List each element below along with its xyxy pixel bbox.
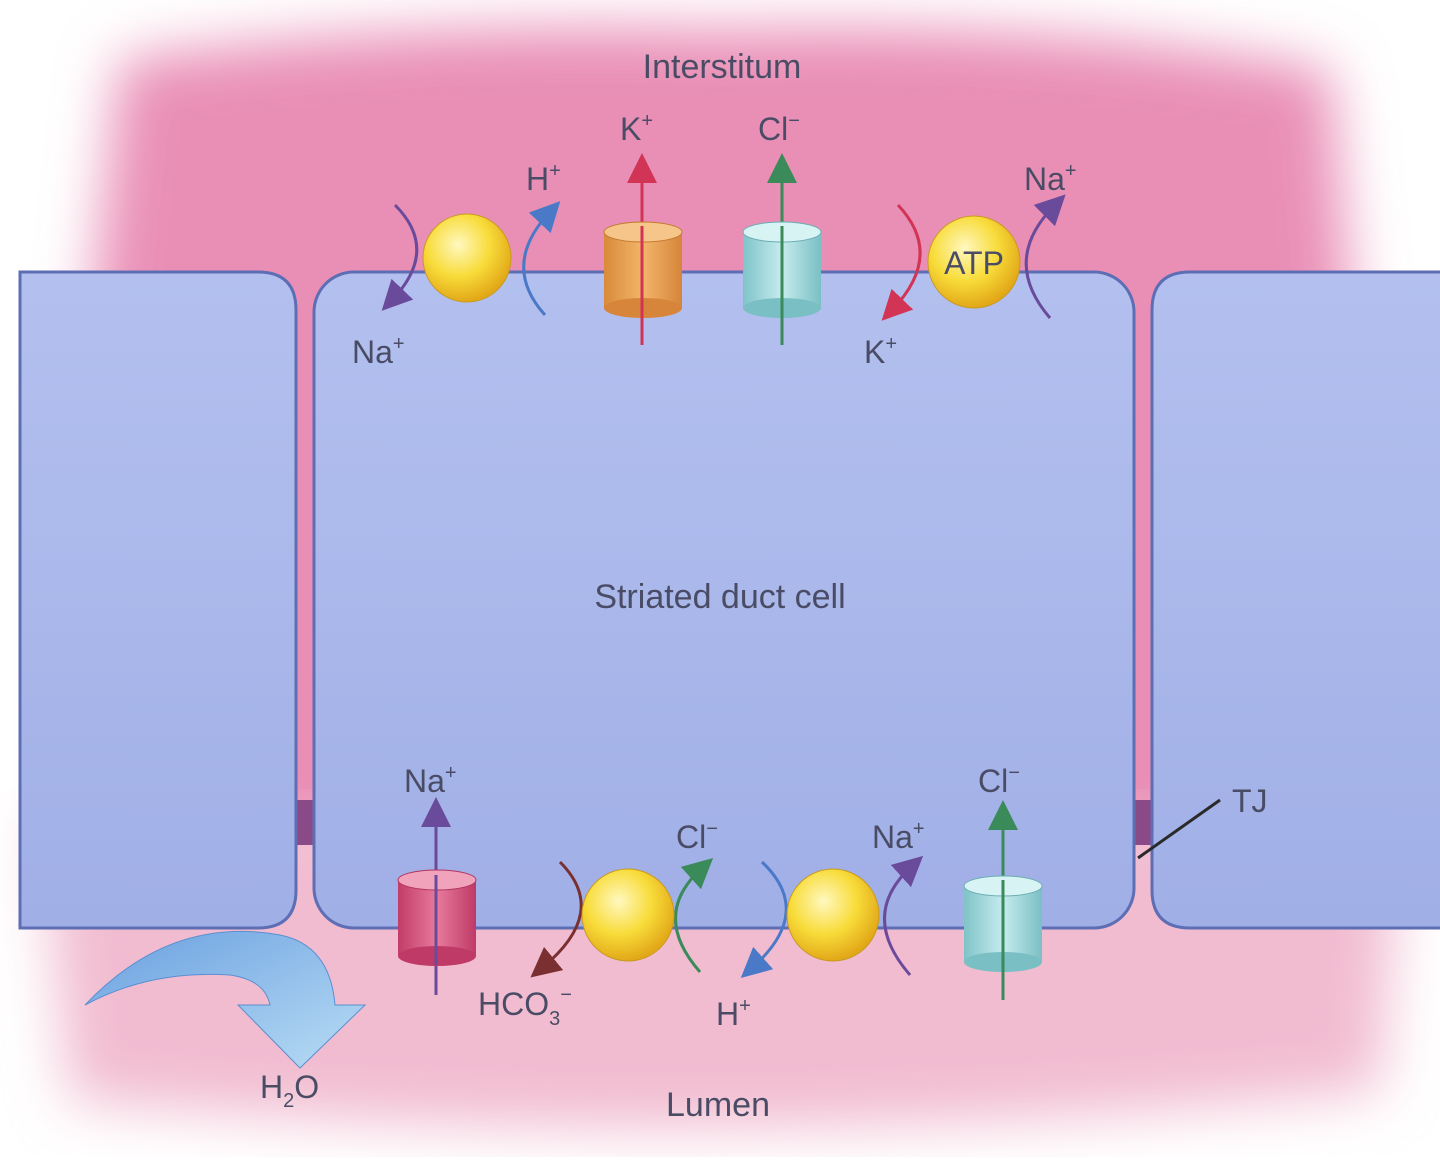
top-k-ion-channel: K+ [620, 110, 653, 147]
bot-cl-ion-channel: Cl− [978, 762, 1020, 799]
top-h-ion: H+ [526, 160, 561, 197]
bot-na-ion-exchanger: Na+ [872, 818, 925, 855]
interstitum-label: Interstitum [643, 48, 802, 86]
cl-hco3-exchanger [530, 857, 714, 978]
bot-h-ion: H+ [716, 995, 751, 1032]
neighbor-cell-left [18, 270, 298, 930]
atp-label: ATP [944, 245, 1004, 281]
bot-na-ion-channel: Na+ [404, 762, 457, 799]
tj-pointer-line [1137, 798, 1221, 860]
na-k-atpase: ATP [881, 194, 1066, 321]
striated-duct-cell [312, 270, 1136, 930]
water-label: H2O [260, 1069, 319, 1112]
bot-cl-ion-exchanger: Cl− [676, 818, 718, 855]
na-channel-apical [397, 797, 477, 995]
bot-hco3-ion: HCO3− [478, 984, 572, 1030]
cl-channel-apical [963, 800, 1043, 1000]
water-flow-arrow [84, 930, 367, 1069]
na-h-exchanger-apical [740, 855, 924, 978]
top-k-ion-pump: K+ [864, 333, 897, 370]
top-cl-ion-channel: Cl− [758, 110, 800, 147]
lumen-label: Lumen [666, 1086, 770, 1124]
cell-label: Striated duct cell [594, 578, 845, 616]
na-h-exchanger-basolateral [381, 201, 561, 317]
top-na-ion-right: Na+ [1024, 160, 1077, 197]
top-na-ion-left: Na+ [352, 333, 405, 370]
cl-channel-basolateral [742, 153, 822, 345]
tj-label: TJ [1232, 783, 1268, 819]
k-channel-basolateral [603, 153, 683, 345]
neighbor-cell-right [1150, 270, 1440, 930]
